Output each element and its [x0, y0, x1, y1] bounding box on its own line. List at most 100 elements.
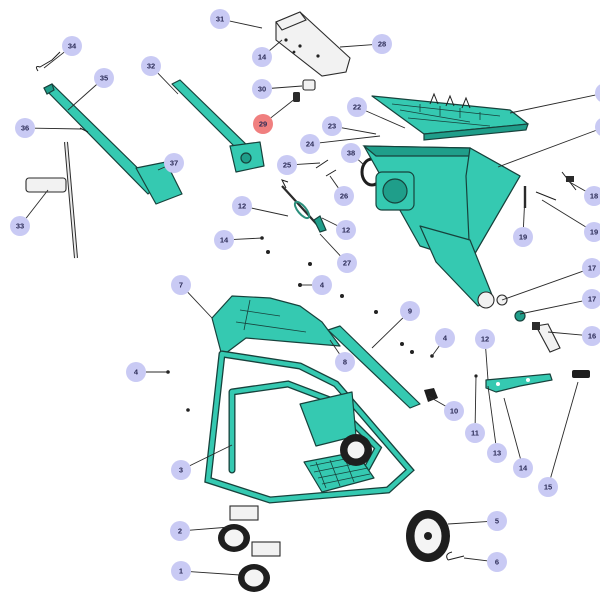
callout-leader	[485, 348, 489, 381]
callout-leader	[487, 385, 497, 444]
callout-number: 25	[283, 161, 291, 170]
callout-c23: 23	[322, 116, 377, 136]
callout-number: 2	[178, 527, 182, 536]
callout-leader	[365, 110, 406, 129]
callout-bubble	[232, 196, 252, 216]
callout-number: 14	[220, 236, 229, 245]
callout-number: 9	[408, 307, 412, 316]
callout-bubble	[170, 521, 190, 541]
part-housing-top	[275, 11, 351, 77]
callout-bubble	[300, 134, 320, 154]
callout-leader	[189, 526, 231, 531]
callout-bubble	[15, 118, 35, 138]
callout-bubble	[584, 222, 600, 242]
callout-c8: 8	[329, 339, 355, 372]
callout-bubble	[582, 289, 600, 309]
callout-leader	[509, 94, 596, 114]
callout-number: 31	[216, 15, 224, 24]
callout-number: 7	[179, 281, 183, 290]
callout-c12b: 12	[321, 217, 356, 240]
callout-number: 32	[147, 62, 155, 71]
part-shaft-35	[43, 83, 183, 205]
callout-bubble	[513, 227, 533, 247]
callout-c16: 16	[547, 326, 600, 346]
callout-c9: 9	[371, 301, 420, 349]
callout-leader	[190, 571, 241, 576]
callout-number: 16	[588, 332, 596, 341]
callout-c26: 26	[329, 175, 354, 206]
callout-c17a: 17	[501, 258, 600, 301]
callout-number: 33	[16, 222, 24, 231]
callout-bubble	[465, 423, 485, 443]
callout-leader	[271, 85, 303, 89]
callout-bubble	[435, 328, 455, 348]
callout-c34: 34	[43, 36, 82, 69]
callout-bubble	[277, 155, 297, 175]
callout-bubble	[126, 362, 146, 382]
callout-leader	[474, 375, 477, 424]
callout-leader	[321, 217, 338, 226]
callout-bubble	[595, 118, 600, 136]
callout-leader	[269, 39, 283, 51]
callout-leader	[547, 331, 583, 336]
callout-leader	[447, 521, 488, 525]
callout-leader	[329, 339, 340, 354]
callout-leader	[251, 207, 289, 217]
callout-number: 22	[353, 103, 361, 112]
callout-number: 34	[68, 42, 77, 51]
callout-bubble	[312, 275, 332, 295]
callout-c3: 3	[171, 444, 233, 480]
callout-leader	[229, 20, 263, 29]
callout-leader	[358, 159, 365, 166]
callout-bubble	[252, 47, 272, 67]
callout-c12c: 12	[475, 329, 495, 381]
callout-number: 26	[340, 192, 348, 201]
callout-bubble	[487, 552, 507, 572]
callout-bubble	[337, 253, 357, 273]
callout-number: 11	[471, 429, 479, 438]
callout-bubble	[595, 84, 600, 102]
callout-c31: 31	[210, 9, 263, 29]
callout-leader	[550, 381, 579, 478]
part-caster-2	[218, 505, 259, 552]
part-tee-wrench-33	[25, 141, 78, 259]
callout-bubble	[322, 116, 342, 136]
part-frame-3	[204, 350, 415, 504]
part-handle-15	[572, 370, 590, 378]
callout-number: 19	[519, 233, 527, 242]
part-bolts-25-26	[315, 159, 337, 177]
callout-leader	[541, 199, 586, 228]
callout-c30: 30	[252, 79, 303, 99]
callout-leader	[319, 135, 381, 144]
callout-number: 6	[495, 558, 499, 567]
callout-c10: 10	[427, 395, 464, 421]
callout-number: 17	[588, 264, 596, 273]
callout-number: 35	[100, 74, 108, 83]
callout-leader	[497, 130, 596, 168]
part-caster-1	[238, 541, 281, 592]
callout-c33: 33	[10, 189, 49, 236]
callout-c7: 7	[171, 275, 213, 319]
callout-leader	[25, 189, 49, 219]
callout-bubble	[475, 329, 495, 349]
part-plate-9	[327, 325, 421, 409]
callout-c21: 21	[509, 84, 600, 114]
callout-number: 8	[343, 358, 347, 367]
callout-number: 18	[590, 192, 598, 201]
callout-bubble	[164, 153, 184, 173]
callout-number: 30	[258, 85, 266, 94]
callout-c12a: 12	[232, 196, 289, 217]
callout-c11: 11	[465, 375, 485, 443]
callout-number: 3	[179, 466, 183, 475]
callout-c14a: 14	[252, 39, 283, 67]
callout-c4b: 4	[431, 328, 455, 357]
callout-leader	[187, 291, 213, 319]
callout-c6: 6	[463, 552, 507, 572]
callout-leader	[427, 395, 446, 407]
callout-leader	[339, 44, 373, 48]
callout-c4a: 4	[300, 275, 332, 295]
callout-leader	[463, 557, 488, 562]
callout-number: 12	[481, 335, 489, 344]
